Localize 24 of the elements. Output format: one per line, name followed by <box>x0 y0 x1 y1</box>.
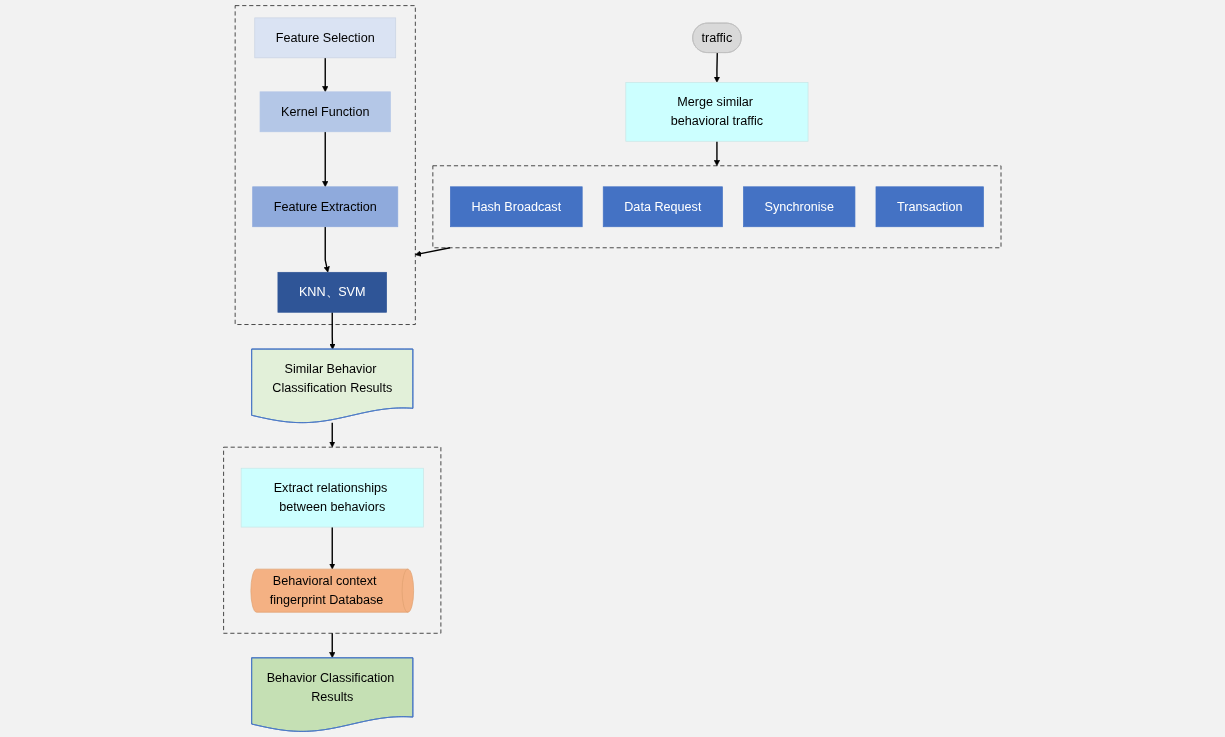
cluster <box>223 446 442 634</box>
node-box: Feature Selection <box>254 17 397 59</box>
cluster <box>432 165 1002 249</box>
arrow <box>329 526 336 570</box>
arrow <box>714 52 721 83</box>
arrow <box>323 226 330 273</box>
node-box: Hash Broadcast <box>450 186 583 228</box>
arrow <box>714 140 721 167</box>
arrow <box>322 57 329 93</box>
arrow <box>322 131 329 188</box>
node-box: Extract relationships between behaviors <box>240 467 424 528</box>
arrow <box>329 632 336 659</box>
node-box: Synchronise <box>743 186 856 228</box>
node-box: Feature Extraction <box>252 186 399 228</box>
arrow <box>329 311 336 350</box>
node-box: Data Request <box>603 186 723 228</box>
arrow <box>415 247 451 257</box>
cluster <box>235 5 416 325</box>
node-box: KNN、SVM <box>277 271 388 313</box>
node-box: Merge similar behavioral traffic <box>625 82 809 142</box>
node-text: Behavioral context fingerprint Database <box>269 573 384 607</box>
node-box: Kernel Function <box>259 91 391 133</box>
arrow <box>329 421 336 448</box>
node-box: Transaction <box>875 186 984 228</box>
